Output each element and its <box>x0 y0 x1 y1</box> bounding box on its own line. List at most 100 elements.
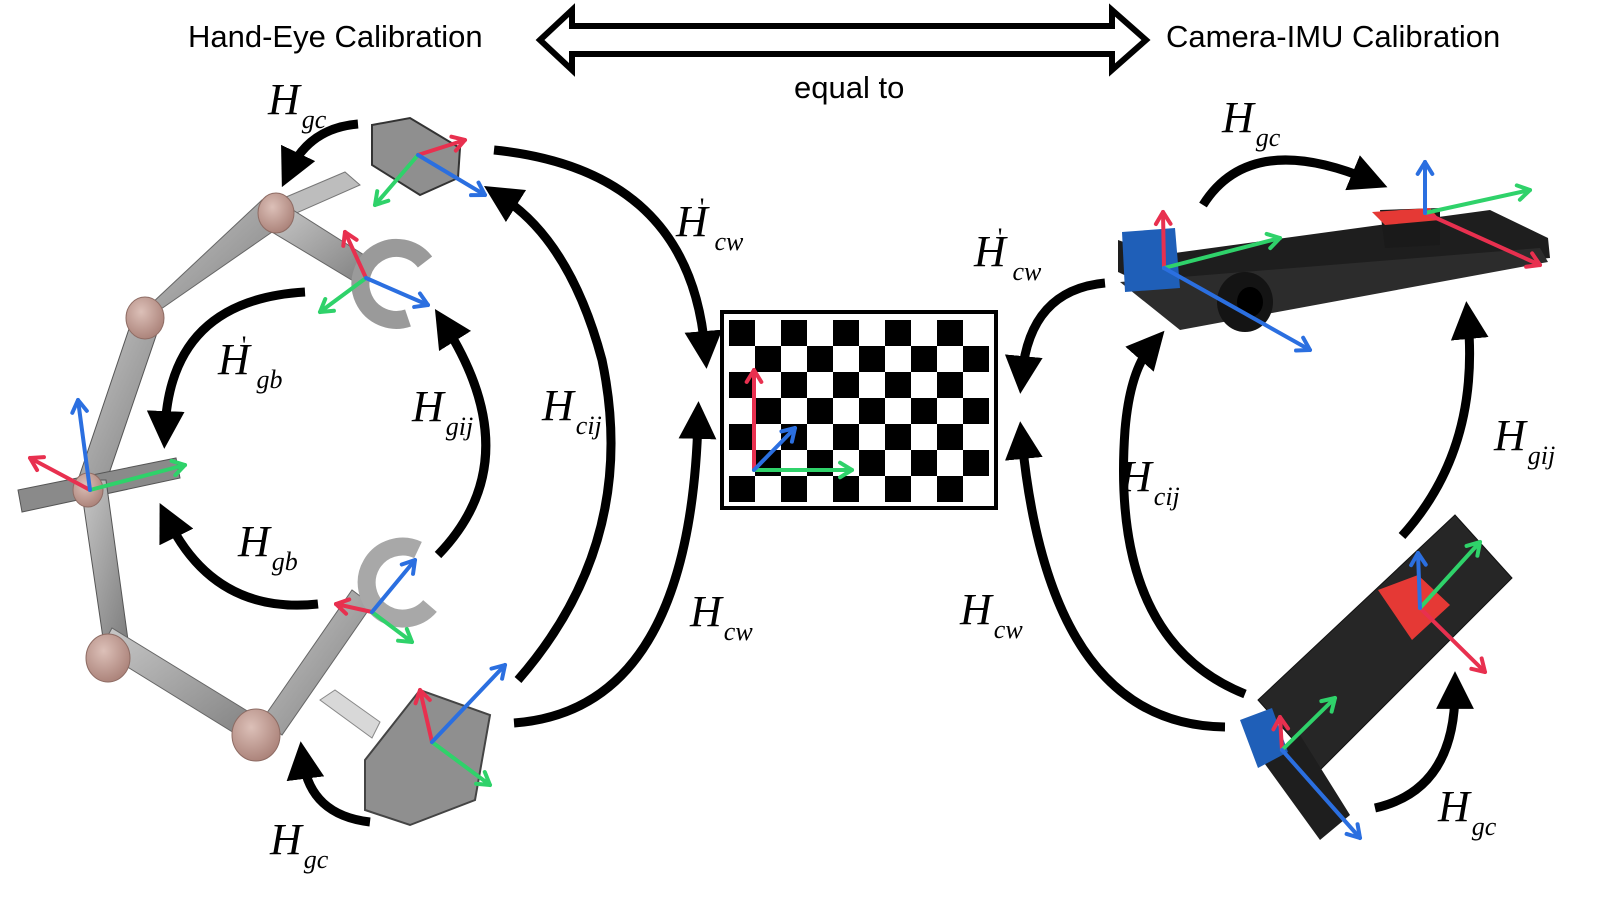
x-axis-arrow <box>28 455 92 492</box>
x-axis-arrow <box>1271 715 1291 752</box>
x-axis-arrow <box>744 368 764 472</box>
camera-lens-hole <box>1237 287 1263 317</box>
label-right-cw-prime: H'cw <box>974 223 1042 286</box>
x-axis-arrow <box>341 230 368 280</box>
arrow-left-gc-top <box>281 119 359 188</box>
checker-square <box>885 476 911 502</box>
z-axis-arrow <box>430 663 507 744</box>
z-axis-arrow <box>1409 551 1428 610</box>
rig-body <box>1118 210 1550 292</box>
z-axis-arrow <box>1280 748 1362 840</box>
z-axis-arrow <box>364 276 430 309</box>
y-axis-arrow <box>370 610 414 644</box>
checker-square <box>833 476 859 502</box>
x-axis-arrow <box>413 688 434 744</box>
checker-square <box>781 320 807 346</box>
checker-square <box>937 424 963 450</box>
checker-square <box>729 424 755 450</box>
rig-camera-arm <box>1262 735 1350 840</box>
arrow-right-cij <box>1119 330 1247 699</box>
robot-joint <box>125 296 165 340</box>
checker-square <box>755 398 781 424</box>
checker-square <box>911 346 937 372</box>
arrow-left-cw <box>513 401 717 728</box>
x-axis-arrow <box>416 134 467 157</box>
checker-square <box>859 398 885 424</box>
label-left-cw: Hcw <box>690 587 753 646</box>
checker-square <box>963 450 989 476</box>
checker-square <box>781 476 807 502</box>
arrow-right-cw <box>1005 421 1226 732</box>
checkerboard-squares <box>729 320 989 502</box>
label-left-gc-top: Hgc <box>268 75 327 134</box>
checker-square <box>729 320 755 346</box>
checkerboard-target <box>720 310 998 510</box>
arrow-right-gij <box>1398 301 1489 540</box>
robot-joint <box>85 633 131 683</box>
label-right-cw: Hcw <box>960 585 1023 644</box>
label-left-gb: Hgb <box>238 517 298 576</box>
transformation-arrows <box>146 119 1489 827</box>
arrow-left-gb <box>159 503 319 610</box>
y-axis-arrow <box>373 153 420 207</box>
label-right-gc-top: Hgc <box>1222 93 1281 152</box>
checker-square <box>807 346 833 372</box>
robot-joint <box>231 708 281 762</box>
label-left-gc-bottom: Hgc <box>270 815 329 874</box>
equal-to-label: equal to <box>794 70 905 105</box>
gripper-upper <box>351 238 433 329</box>
label-right-gc-bottom: Hgc <box>1438 782 1497 841</box>
y-axis-arrow <box>88 458 187 492</box>
label-left-cw-prime: H'cw <box>676 193 744 256</box>
checker-square <box>911 450 937 476</box>
arrow-left-gb-prime <box>146 287 306 449</box>
label-right-gij: Hgij <box>1494 411 1556 470</box>
label-right-cij: Hcij <box>1120 452 1180 511</box>
arrow-left-gc-bottom <box>286 741 371 827</box>
y-axis-arrow <box>1280 696 1337 752</box>
checker-square <box>729 476 755 502</box>
label-left-cij: Hcij <box>542 381 602 440</box>
coordinate-frame-world <box>744 368 854 480</box>
x-axis-arrow <box>1418 606 1487 674</box>
label-left-gb-prime: H'gb <box>218 331 283 394</box>
checker-square <box>781 372 807 398</box>
coordinate-frames-right <box>1153 160 1542 840</box>
checker-square <box>885 424 911 450</box>
checker-square <box>755 346 781 372</box>
checker-square <box>833 372 859 398</box>
arrow-right-gc-top <box>1199 155 1388 208</box>
checker-square <box>885 372 911 398</box>
y-axis-arrow <box>1423 183 1532 215</box>
y-axis-arrow <box>752 460 854 480</box>
z-axis-arrow <box>1415 160 1435 215</box>
checker-square <box>963 398 989 424</box>
robot-link-camera-mount <box>319 689 381 739</box>
x-axis-arrow <box>1423 211 1542 269</box>
hand-eye-calibration-title: Hand-Eye Calibration <box>188 19 483 54</box>
checker-square <box>963 346 989 372</box>
checker-square <box>833 320 859 346</box>
arrow-left-cij <box>484 185 616 683</box>
checker-square <box>937 372 963 398</box>
camera-imu-rig-upper <box>1118 208 1550 332</box>
checker-square <box>911 398 937 424</box>
x-axis-arrow <box>334 597 374 616</box>
camera-imu-calibration-title: Camera-IMU Calibration <box>1166 19 1501 54</box>
arrow-left-gij <box>434 309 491 559</box>
y-axis-arrow <box>1162 231 1282 270</box>
robot-joint <box>257 192 295 234</box>
coordinate-frames-left <box>28 134 507 787</box>
label-left-gij: Hgij <box>412 382 474 441</box>
checker-square <box>807 450 833 476</box>
gripper-lower <box>357 537 437 628</box>
robot-arm <box>17 116 492 827</box>
y-axis-arrow <box>1418 540 1482 610</box>
imu-block <box>1378 575 1450 640</box>
checker-square <box>937 476 963 502</box>
arrow-right-gc-bottom <box>1373 671 1474 813</box>
checker-square <box>833 424 859 450</box>
y-axis-arrow <box>430 740 492 787</box>
